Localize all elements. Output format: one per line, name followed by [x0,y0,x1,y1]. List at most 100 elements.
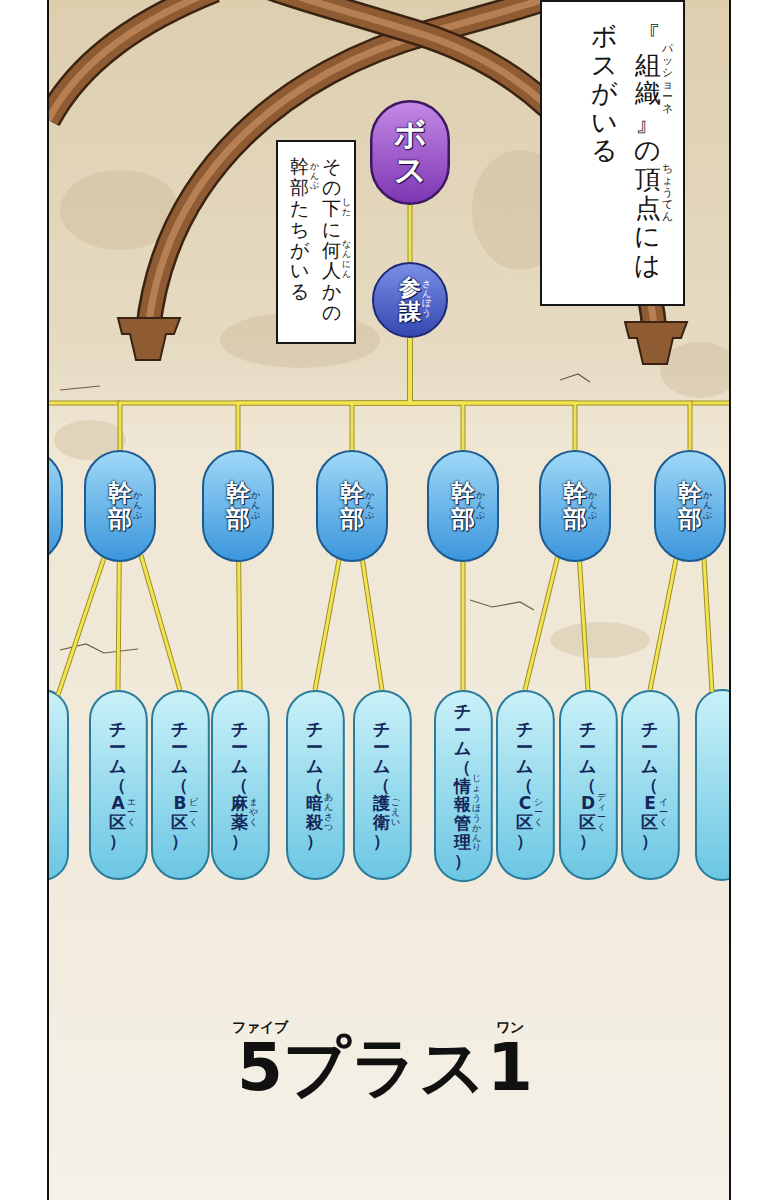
executive-node: 幹部かんぶ [427,450,499,562]
furigana-frame: なんにん [342,240,351,280]
connector-casing [460,562,465,690]
team-node-shape [354,691,411,879]
node-label: チーム（B区） [171,719,188,851]
text-frame: 幹部 [563,480,587,533]
connector-casing [410,338,690,450]
furigana-frame: ディーく [597,793,606,833]
furigana-frame: ワン [496,1020,524,1035]
text-frame: チーム（護衛） [373,720,390,851]
executive-node-shape [203,451,273,561]
team-node-shape [497,691,554,879]
node-label: チーム（E区） [641,719,658,851]
furigana-frame: まやく [249,798,258,828]
text-frame: チーム（情報管理） [454,702,471,870]
crack [560,374,590,382]
node-label: 幹部 [226,479,250,533]
furigana: ごえい [391,797,400,827]
team-node-shape [435,691,492,881]
executive-node: 幹部かんぶ [539,450,611,562]
node-label: 参謀 [399,275,421,324]
node-label: 幹部 [108,479,132,533]
text-frame: 参謀 [399,276,421,324]
node-label: チーム（護衛） [373,719,390,851]
team-node: チーム（E区）イーく [621,690,680,880]
wall [48,0,730,1200]
advisor-node: 参謀さんぼう [372,262,448,338]
team-node: チーム（C区）シーく [496,690,555,880]
connector-casing [525,557,558,690]
panel-border [47,0,49,1200]
narration-box: 『組織』の頂点にはボスがいるパッショーネちょうてん [540,0,685,306]
team-node: チーム（D区）ディーく [559,690,618,880]
panel-border [729,0,731,1200]
furigana-frame: ごえい [391,798,400,828]
node-label: チーム（暗殺） [306,719,323,851]
executive-node-shape [540,451,610,561]
furigana-frame: さんぼう [422,280,431,320]
furigana: パッショーネ [662,42,673,115]
title-frame: 5プラス1 [237,1032,533,1105]
furigana-frame: じょうほうかんり [472,774,481,853]
connector-casing [362,560,381,690]
furigana: かんぶ [703,490,712,520]
furigana: ちょうてん [662,162,673,223]
furigana-frame: あんさつ [324,793,333,833]
cut-off-team [48,690,68,880]
connector-casing [120,338,410,450]
executive-node-shape [85,451,155,561]
furigana-frame: パッショーネ [662,43,673,116]
text-frame: 幹部 [108,480,132,533]
connector-casing [580,562,588,690]
furigana-frame: かんぶ [251,491,260,521]
arch-rib [48,0,215,120]
furigana: あんさつ [324,792,333,832]
furigana: さんぼう [422,279,431,319]
connector-line [118,562,119,690]
executive-node: 幹部かんぶ [654,450,726,562]
team-node-shape [90,691,147,879]
panel-art [48,0,730,1200]
furigana-frame: ちょうてん [662,163,673,223]
team-node: チーム（情報管理）じょうほうかんり [434,690,493,882]
connector-casing [410,338,575,450]
connector-line [410,338,575,450]
text-frame: チーム（D区） [579,720,596,851]
connector-casing [118,562,119,690]
furigana-frame: かんぶ [588,491,597,521]
furigana: かんぶ [588,490,597,520]
connector-line [410,338,463,450]
cut-off-team [696,690,730,880]
team-node: チーム（護衛）ごえい [353,690,412,880]
furigana-frame: した [342,198,351,218]
connector-line [352,338,410,450]
node-label: ボス [394,115,427,188]
team-node: チーム（B区）ビーく [151,690,210,880]
crack [470,600,534,610]
wire-casing [48,403,730,695]
connector-casing [410,338,463,450]
connector-line [650,559,676,690]
connector-line [409,205,412,262]
executive-node: 幹部かんぶ [84,450,156,562]
team-node: チーム（A区）エーく [89,690,148,880]
team-node-shape [287,691,344,879]
furigana: かんぶ [251,490,260,520]
connector-line [461,562,464,690]
furigana: かんぶ [476,490,485,520]
wire [48,403,730,695]
narration-box-shape [277,141,355,343]
node-label: チーム（情報管理） [454,701,471,871]
connector-casing [315,560,339,690]
boss-node: ボス [370,100,450,205]
boss-node-shape [371,101,449,204]
wall-cracks [60,374,590,653]
connector-casing [408,205,413,262]
column-capital [625,322,687,364]
connector-casing [352,338,410,450]
text-frame: チーム（E区） [641,720,658,851]
chapter-title: 5プラス1 [237,1029,533,1106]
text-frame: 幹部 [340,480,364,533]
